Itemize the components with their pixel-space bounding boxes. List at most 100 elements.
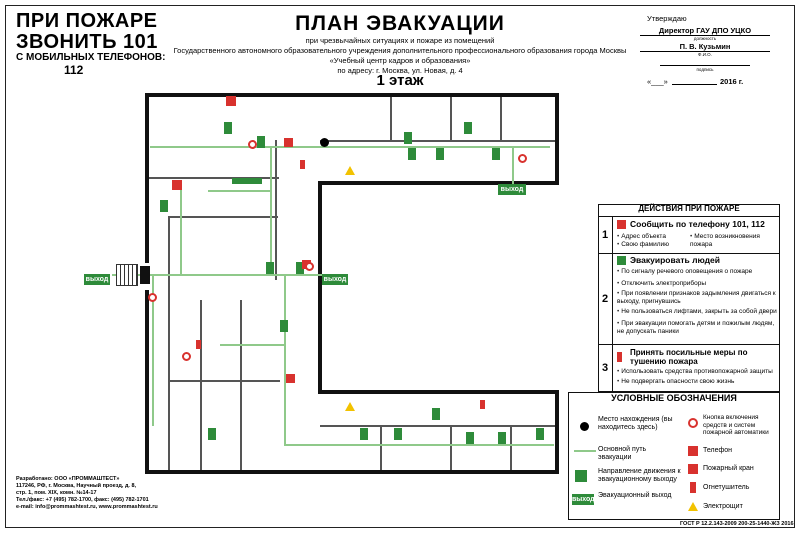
- actions-table: [598, 204, 780, 392]
- legend-you-are-here: Место нахождения (вы находитесь здесь): [598, 416, 673, 431]
- developer-info: Разработано: ООО «ПРОММАШТЕСТ» 117246, Р…: [16, 476, 158, 511]
- approval-name-caption: Ф.И.О.: [698, 52, 712, 57]
- wall-right-upper: [555, 93, 559, 185]
- fire-hydrant-icon: [688, 464, 698, 474]
- exit-sign-icon: выход: [572, 494, 595, 505]
- approval-position-caption: должность: [693, 36, 717, 41]
- developer-phone: Тел./факс: +7 (495) 782-1700, факс: (495…: [16, 497, 149, 503]
- action-row-number: 1: [598, 217, 613, 253]
- route-left-vertical: [152, 276, 154, 426]
- direction-sign: [404, 132, 412, 144]
- exit-door: [140, 266, 150, 284]
- wall-inner-5: [320, 140, 555, 142]
- subtitle-line-3: «Учебный центр кадров и образования»: [329, 56, 471, 65]
- extinguisher-icon: [196, 340, 201, 349]
- route-left-upper: [180, 190, 182, 276]
- wall-inner-14: [450, 427, 452, 470]
- direction-sign: [160, 200, 168, 212]
- developer-address-2: стр. 1, пом. XIX, комн. №14-17: [16, 490, 97, 496]
- direction-sign: [492, 148, 500, 160]
- electric-shield-icon: [345, 402, 355, 411]
- signature-caption: подпись: [696, 67, 714, 72]
- alarm-button-icon: [305, 262, 314, 271]
- action-row-number: 2: [598, 254, 613, 344]
- direction-sign: [432, 408, 440, 420]
- approval-label: Утверждаю: [647, 14, 687, 23]
- you-are-here-icon: [580, 422, 589, 431]
- action-item: При появлении признаков задымления двига…: [617, 290, 777, 306]
- approval-year: 2016 г.: [720, 77, 744, 86]
- fire-heading-line2: ЗВОНИТЬ 101: [16, 31, 158, 53]
- wall-inner-4: [168, 216, 170, 470]
- direction-sign: [257, 136, 265, 148]
- direction-sign: [266, 262, 274, 274]
- floor-label: 1 этаж: [376, 72, 424, 89]
- route-lower-corridor: [284, 444, 554, 446]
- actions-title: ДЕЙСТВИЯ ПРИ ПОЖАРЕ: [598, 204, 780, 217]
- legend-box: [568, 392, 780, 520]
- plan-title: ПЛАН ЭВАКУАЦИИ: [295, 12, 505, 35]
- direction-sign: [464, 122, 472, 134]
- you-are-here-marker: [320, 138, 329, 147]
- direction-sign: [436, 148, 444, 160]
- direction-sign: [224, 122, 232, 134]
- legend-alarm-button: Кнопка включения средств и систем пожарн…: [703, 414, 769, 436]
- legend-title: УСЛОВНЫЕ ОБОЗНАЧЕНИЯ: [611, 393, 737, 403]
- wall-inner-12: [500, 97, 502, 140]
- legend-exit: Эвакуационный выход: [598, 492, 672, 499]
- route-upper-vertical: [270, 146, 272, 276]
- route-line-icon: [574, 450, 596, 452]
- route-main-horizontal: [112, 274, 342, 276]
- wall-upper-inner: [318, 181, 559, 185]
- wall-inner-7: [200, 300, 202, 470]
- route-branch: [220, 344, 284, 346]
- wall-left-upper: [145, 93, 149, 263]
- fire-mobile-number: 112: [64, 63, 84, 77]
- electric-shield-icon: [688, 502, 698, 511]
- direction-sign: [536, 428, 544, 440]
- phone-icon: [226, 96, 236, 106]
- legend-phone: Телефон: [703, 447, 733, 454]
- direction-arrow-icon: [575, 470, 587, 482]
- evacuation-icon: [617, 256, 626, 265]
- developer-name: Разработано: ООО «ПРОММАШТЕСТ»: [16, 476, 120, 482]
- signature-line: [660, 62, 750, 66]
- exit-left: выход: [84, 274, 110, 285]
- developer-address: 117246, РФ, г. Москва, Научный проезд, д…: [16, 483, 137, 489]
- phone-icon: [617, 220, 626, 229]
- fire-mobile-label: С МОБИЛЬНЫХ ТЕЛЕФОНОВ:: [16, 52, 166, 63]
- wall-inner-11: [450, 97, 452, 140]
- action-item: Не пользоваться лифтами, закрыть за собо…: [617, 308, 777, 316]
- action-row-heading: Принять посильные меры по тушению пожара: [630, 348, 748, 366]
- action-item: Отключить электроприборы: [617, 280, 777, 288]
- fire-hydrant-icon: [284, 138, 293, 147]
- extinguisher-icon: [690, 482, 696, 493]
- extinguisher-icon: [617, 352, 622, 362]
- exit-courtyard: выход: [322, 274, 348, 285]
- direction-sign: [360, 428, 368, 440]
- extinguisher-icon: [300, 160, 305, 169]
- legend-direction: Направление движения к эвакуационному вы…: [598, 468, 681, 483]
- plan-subtitle: при чрезвычайных ситуациях и пожаре из п…: [160, 36, 640, 76]
- wall-inner-9: [170, 380, 280, 382]
- wall-inner-15: [510, 427, 512, 470]
- action-item: Не подвергать опасности свою жизнь: [617, 378, 777, 386]
- wall-bottom: [145, 470, 559, 474]
- subtitle-line-4: по адресу: г. Москва, ул. Новая, д. 4: [337, 66, 463, 75]
- wall-inner-6: [320, 425, 555, 427]
- direction-sign: [208, 428, 216, 440]
- route-upper-corridor: [150, 146, 550, 148]
- wall-inner-13: [380, 427, 382, 470]
- alarm-button-icon: [182, 352, 191, 361]
- table-divider: [598, 344, 780, 345]
- alarm-button-icon: [518, 154, 527, 163]
- wall-inner-1: [149, 177, 279, 179]
- action-item: При эвакуации помогать детям и пожилым л…: [617, 320, 777, 336]
- subtitle-line-1: при чрезвычайных ситуациях и пожаре из п…: [305, 36, 495, 45]
- legend-hydrant: Пожарный кран: [703, 465, 754, 472]
- action-row-heading: Эвакуировать людей: [630, 255, 720, 265]
- direction-sign: [408, 148, 416, 160]
- electric-shield-icon: [345, 166, 355, 175]
- alarm-button-icon: [248, 140, 257, 149]
